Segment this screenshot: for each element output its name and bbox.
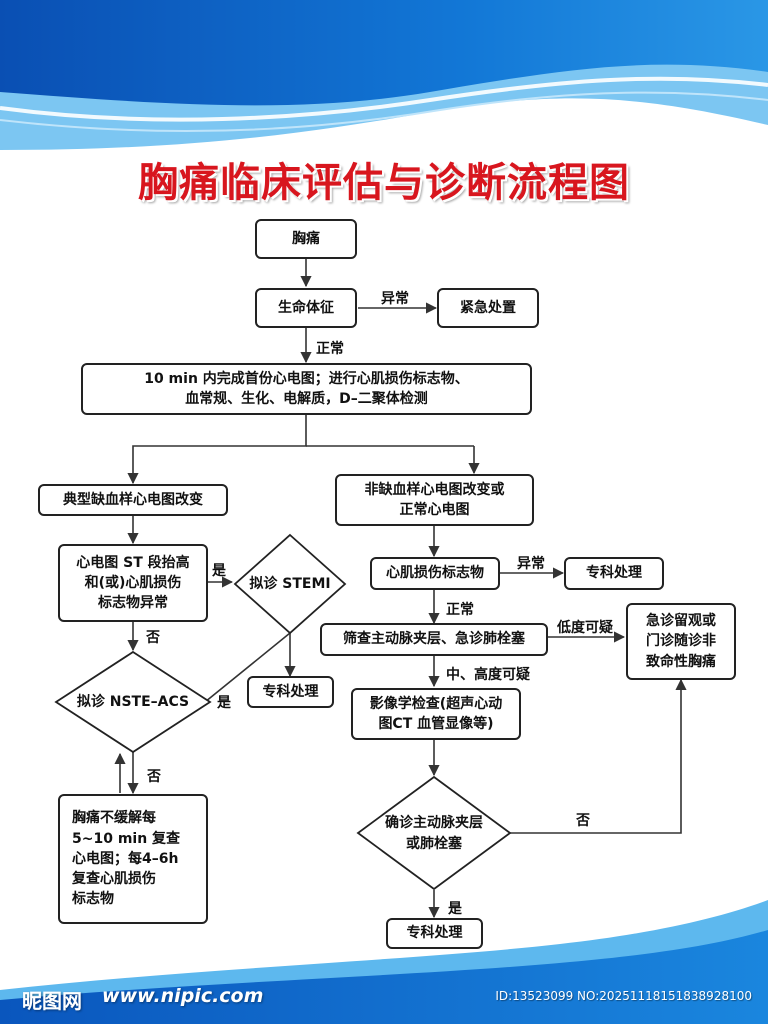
node-specialist-2: 专科处理 — [564, 557, 664, 590]
node-observation: 急诊留观或 门诊随诊非 致命性胸痛 — [626, 603, 736, 680]
decision-confirm-diamond — [356, 775, 512, 891]
edge-label-yes-1: 是 — [212, 563, 226, 579]
node-vital-signs: 生命体征 — [255, 288, 357, 328]
node-typical-ischemic: 典型缺血样心电图改变 — [38, 484, 228, 516]
decision-stemi-diamond — [233, 533, 347, 635]
edge-label-normal-2: 正常 — [446, 602, 474, 618]
node-st-elevation: 心电图 ST 段抬高 和(或)心肌损伤 标志物异常 — [58, 544, 208, 622]
edge-label-normal-1: 正常 — [316, 341, 344, 357]
edge-label-yes-2: 是 — [217, 695, 231, 711]
watermark-id: ID:13523099 NO:20251118151838928100 — [495, 989, 752, 1003]
edge-label-low-suspicion: 低度可疑 — [557, 620, 613, 636]
edge-label-abnormal-1: 异常 — [381, 291, 409, 307]
node-confirm: 确诊主动脉夹层 或肺栓塞 — [385, 815, 483, 852]
node-screen: 筛查主动脉夹层、急诊肺栓塞 — [320, 623, 548, 656]
node-imaging: 影像学检查(超声心动 图CT 血管显像等) — [351, 688, 521, 740]
node-myocardial-markers: 心肌损伤标志物 — [370, 557, 500, 590]
bottom-wave-dark — [0, 930, 768, 1024]
edge-tests-split — [127, 414, 307, 485]
top-wave-stripe-thin — [0, 91, 768, 132]
top-wave-stripe — [0, 76, 768, 122]
edge-label-mid-high-suspicion: 中、高度可疑 — [446, 667, 530, 683]
top-wave-dark — [0, 0, 768, 106]
node-repeat-ecg: 胸痛不缓解每 5~10 min 复查 心电图；每4–6h 复查心肌损伤 标志物 — [58, 794, 208, 924]
decision-nste-diamond — [54, 650, 212, 754]
edge-label-no-1: 否 — [146, 630, 160, 646]
edge-label-yes-3: 是 — [448, 901, 462, 917]
node-nste-acs: 拟诊 NSTE–ACS — [76, 693, 190, 710]
node-chest-pain: 胸痛 — [255, 219, 357, 259]
node-emergency: 紧急处置 — [437, 288, 539, 328]
watermark-url: www.nipic.com — [102, 985, 264, 1007]
edge-confirm-observation — [510, 678, 687, 834]
edge-label-no-2: 否 — [147, 769, 161, 785]
page-title: 胸痛临床评估与诊断流程图 — [138, 160, 630, 206]
node-non-ischemic: 非缺血样心电图改变或 正常心电图 — [335, 474, 534, 526]
node-specialist-1: 专科处理 — [247, 676, 334, 708]
edge-nste-stemi — [204, 632, 291, 703]
edge-label-no-3: 否 — [576, 813, 590, 829]
node-specialist-3: 专科处理 — [386, 918, 483, 949]
node-stemi: 拟诊 STEMI — [249, 575, 331, 592]
node-ecg-tests: 10 min 内完成首份心电图；进行心肌损伤标志物、 血常规、生化、电解质，D–… — [81, 363, 532, 415]
watermark-logo: 昵图网 — [22, 989, 82, 1013]
bottom-wave-stripe — [0, 896, 768, 987]
edge-label-abnormal-2: 异常 — [517, 556, 545, 572]
